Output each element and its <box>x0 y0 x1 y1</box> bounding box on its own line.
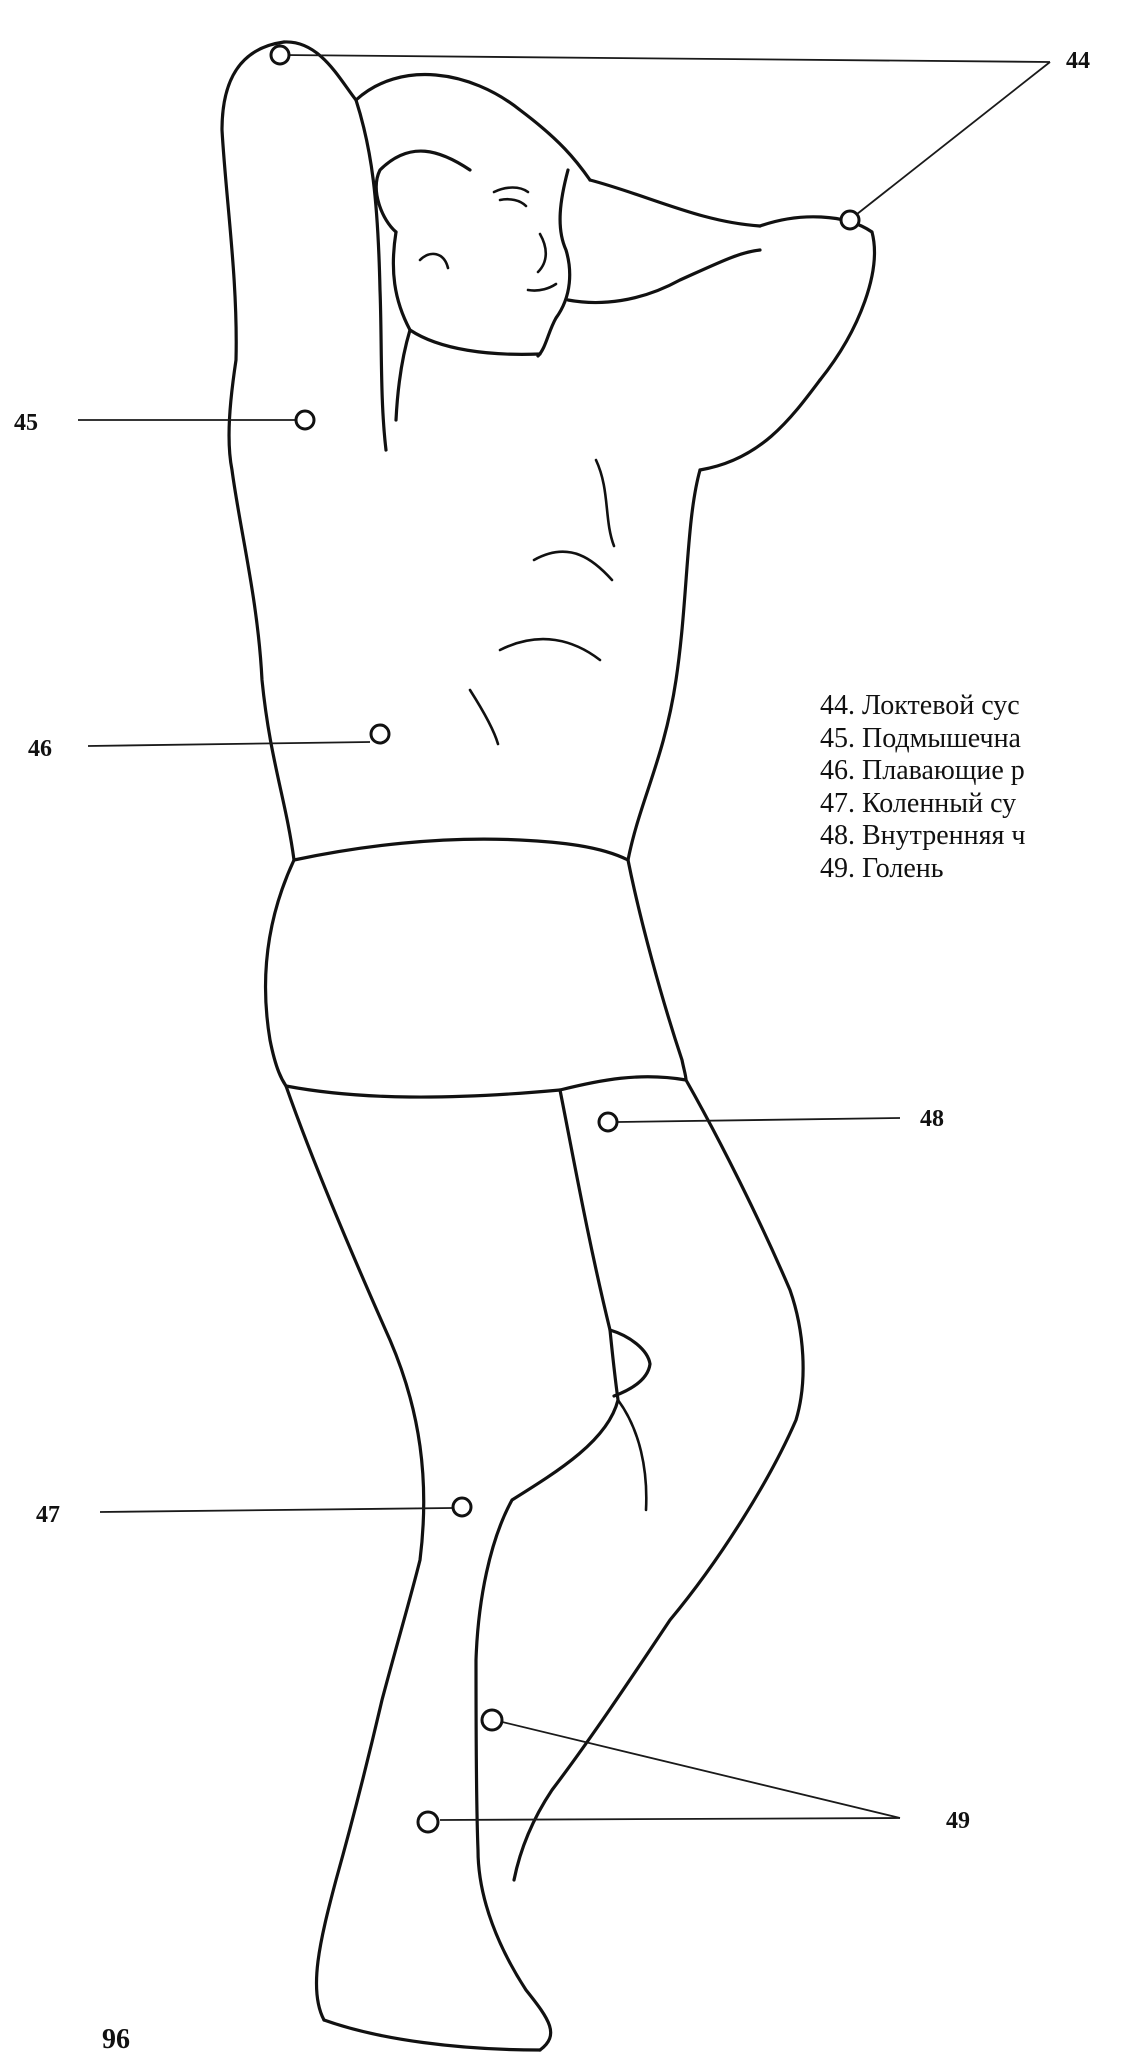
acupoint-markers <box>271 46 859 1832</box>
point-46-floating-ribs <box>371 725 389 743</box>
point-45-armpit <box>296 411 314 429</box>
legend-item-49: 49. Голень <box>820 853 1123 886</box>
leader-47 <box>100 1508 452 1512</box>
legend-item-47: 47. Коленный су <box>820 788 1123 821</box>
leader-44a <box>282 55 1050 62</box>
legend-item-45: 45. Подмышечна <box>820 723 1123 756</box>
point-44-left-elbow <box>271 46 289 64</box>
callout-46: 46 <box>28 736 52 762</box>
point-49-shin-lower <box>418 1812 438 1832</box>
leader-44b <box>852 62 1050 218</box>
page-number: 96 <box>102 2024 130 2055</box>
legend-item-46: 46. Плавающие р <box>820 755 1123 788</box>
leader-48 <box>618 1118 900 1122</box>
callout-49: 49 <box>946 1808 970 1834</box>
point-47-knee <box>453 1498 471 1516</box>
body-outline <box>222 42 874 2050</box>
point-48-inner-thigh <box>599 1113 617 1131</box>
leader-49a <box>494 1720 900 1818</box>
legend-list: 44. Локтевой сус 45. Подмышечна 46. Плав… <box>820 690 1123 885</box>
callout-48: 48 <box>920 1106 944 1132</box>
legend-item-44: 44. Локтевой сус <box>820 690 1123 723</box>
point-44-right-elbow <box>841 211 859 229</box>
callout-44: 44 <box>1066 48 1090 74</box>
leader-49b <box>440 1818 900 1820</box>
callout-45: 45 <box>14 410 38 436</box>
legend-item-48: 48. Внутренняя ч <box>820 820 1123 853</box>
leader-46 <box>88 742 370 746</box>
callout-47: 47 <box>36 1502 60 1528</box>
point-49-shin-upper <box>482 1710 502 1730</box>
leader-lines <box>78 55 1050 1820</box>
